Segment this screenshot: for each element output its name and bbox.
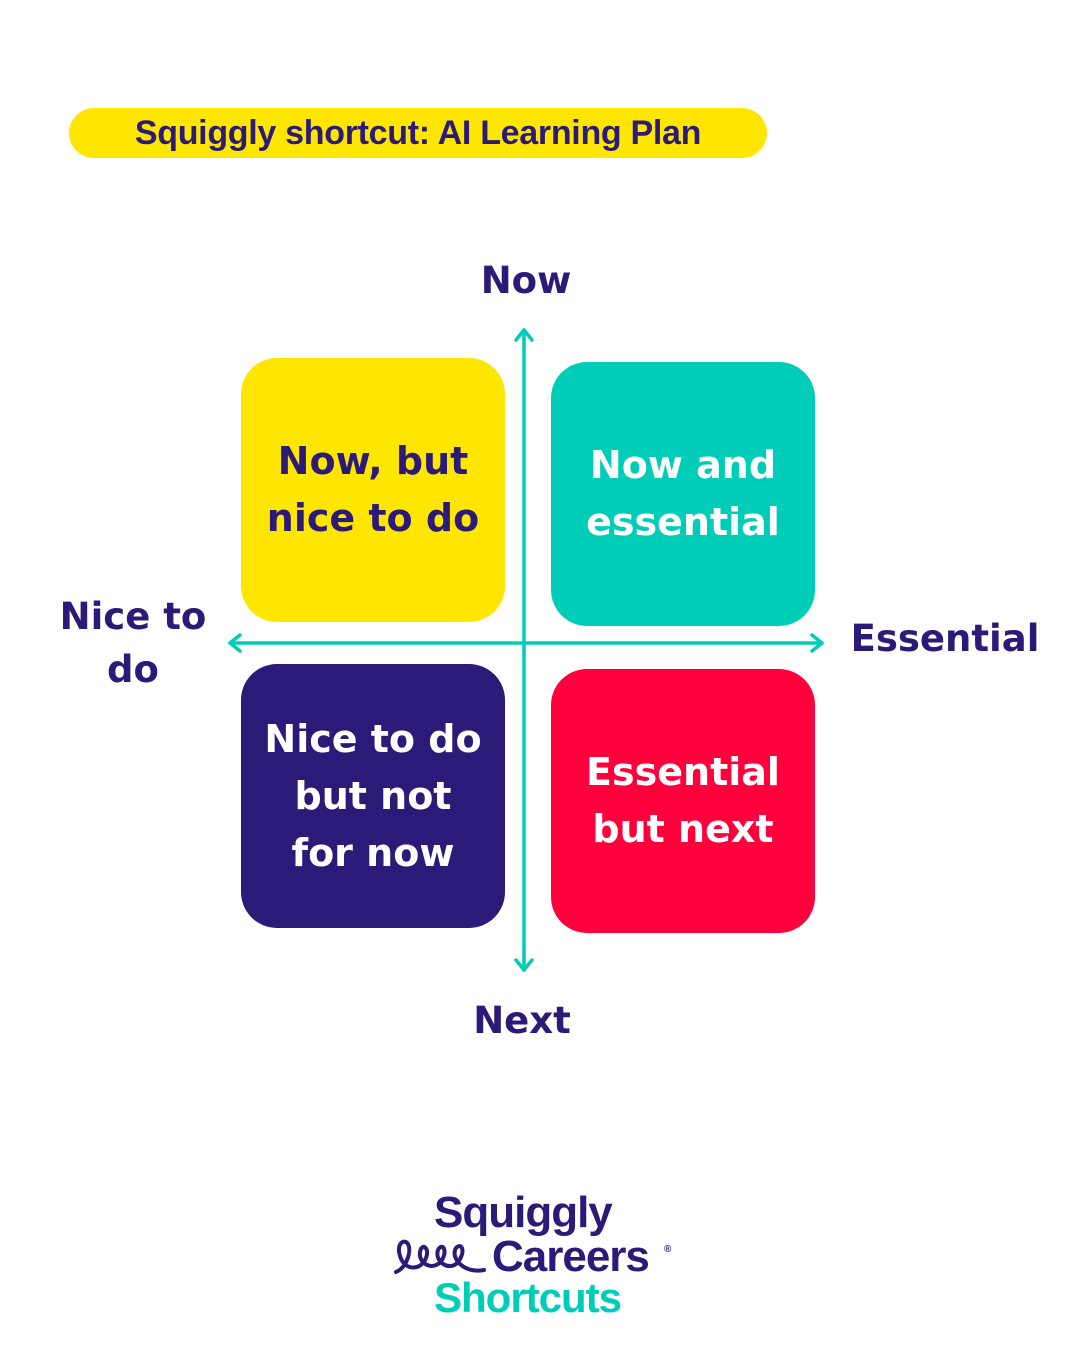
quadrant-label: Now, but nice to do [266, 439, 480, 540]
logo-word-careers: Careers [492, 1232, 650, 1281]
down-arrowhead [514, 958, 534, 972]
registered-mark: ® [664, 1244, 672, 1255]
axis-label-essential: Essential [850, 617, 1040, 660]
right-arrowhead [810, 633, 824, 653]
title-pill: Squiggly shortcut: AI Learning Plan [69, 108, 767, 158]
quadrant-nice-not-now: Nice to do but not for now [241, 664, 505, 928]
axis-label-now: Now [480, 259, 572, 302]
axis-label-next: Next [473, 999, 571, 1042]
squiggle-icon [394, 1239, 486, 1274]
logo-word-shortcuts: Shortcuts [434, 1274, 622, 1321]
left-arrowhead [228, 633, 242, 653]
quadrant-label: Now and essential [586, 443, 780, 544]
logo-word-squiggly: Squiggly [434, 1188, 613, 1237]
quadrant-label: Essential but next [586, 750, 780, 851]
quadrant-essential-next: Essential but next [551, 669, 815, 933]
quadrant-label: Nice to do but not for now [264, 716, 482, 875]
axis-label-nice-to-do: Nice to do [59, 595, 207, 691]
squiggly-careers-logo: Squiggly Careers ® Shortcuts [392, 1188, 692, 1323]
page-title: Squiggly shortcut: AI Learning Plan [134, 113, 702, 152]
up-arrowhead [514, 328, 534, 342]
quadrant-now-essential: Now and essential [551, 362, 815, 626]
quadrant-now-nice-to-do: Now, but nice to do [241, 358, 505, 622]
